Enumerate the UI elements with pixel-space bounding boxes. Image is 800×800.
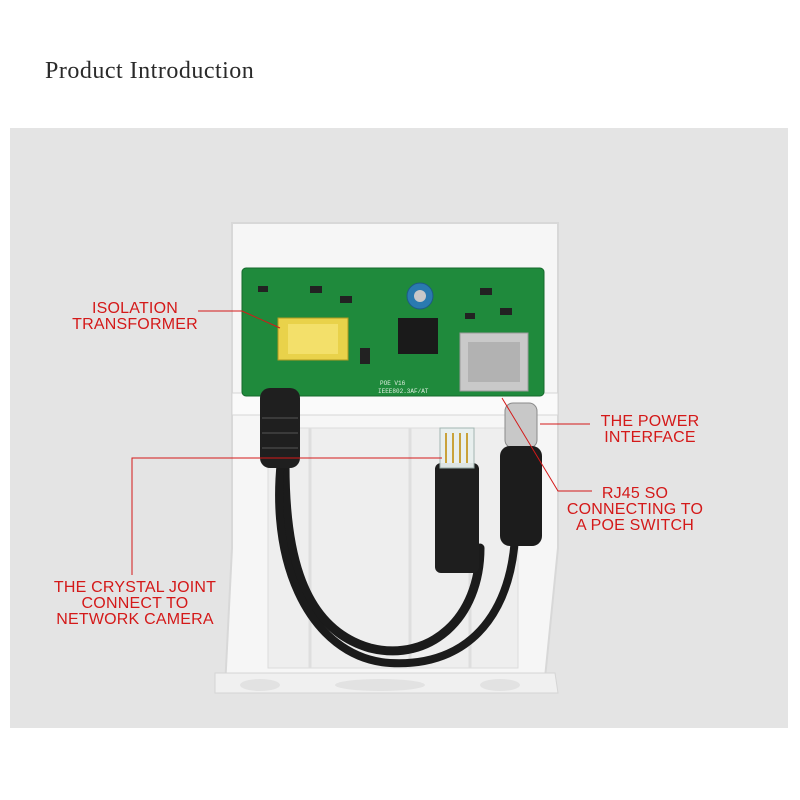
rj45-plug-body — [435, 463, 479, 573]
cable-boot — [260, 388, 300, 468]
leader-rj45 — [501, 397, 592, 492]
callout-crystal-line2: CONNECT TO — [81, 595, 189, 612]
callout-rj45-line2: CONNECTING TO — [566, 501, 704, 518]
leader-isolation — [198, 310, 281, 329]
camera-cable — [280, 423, 485, 656]
leader-crystal — [131, 457, 442, 575]
board-marking-model: POE V16 — [380, 380, 406, 387]
callout-crystal-joint: THE CRYSTAL JOINT CONNECT TO NETWORK CAM… — [35, 580, 235, 628]
page-title: Product Introduction — [45, 58, 255, 84]
callout-isolation-line1: ISOLATION — [92, 300, 178, 317]
product-illustration: POE V16 IEEE802.3AF/AT — [131, 222, 592, 694]
callout-rj45-line3: A POE SWITCH — [576, 517, 694, 534]
board-marking-std: IEEE802.3AF/AT — [378, 388, 429, 395]
callout-isolation-transformer: ISOLATION TRANSFORMER — [60, 301, 210, 333]
callout-power-interface: THE POWER INTERFACE — [585, 414, 715, 446]
switch-cable — [275, 424, 520, 668]
product-photo: POE V16 IEEE802.3AF/AT — [10, 128, 788, 728]
callout-crystal-line3: NETWORK CAMERA — [56, 611, 214, 628]
dc-plug-tip — [504, 402, 538, 449]
dc-plug-body — [500, 446, 542, 546]
callout-isolation-line2: TRANSFORMER — [72, 316, 198, 333]
callout-power-line2: INTERFACE — [604, 429, 696, 446]
callout-rj45-switch: RJ45 SO CONNECTING TO A POE SWITCH — [560, 486, 710, 534]
ic-chip — [398, 318, 438, 354]
callout-rj45-line1: RJ45 SO — [601, 485, 669, 502]
callout-power-line1: THE POWER — [600, 413, 700, 430]
callout-crystal-line1: THE CRYSTAL JOINT — [53, 579, 217, 596]
